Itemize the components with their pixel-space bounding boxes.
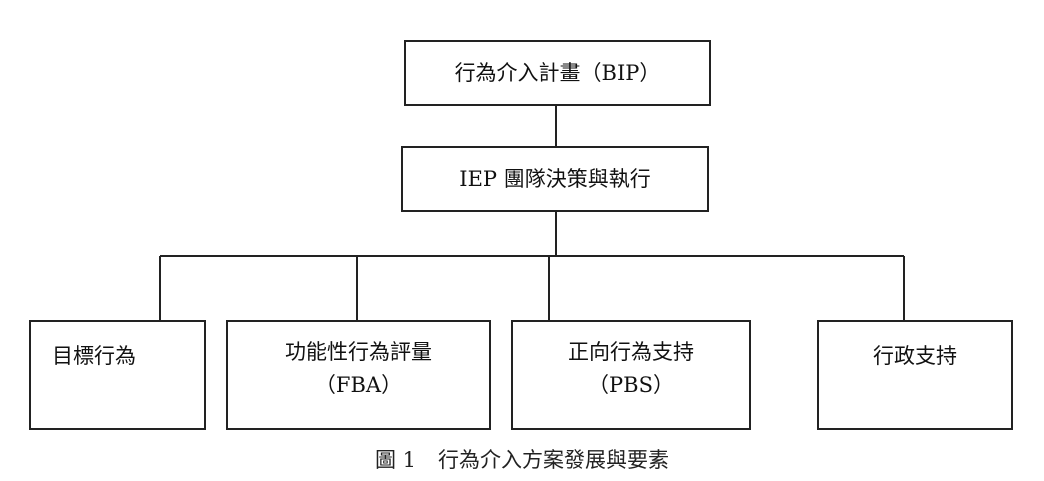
node-bip-label: 行為介入計畫（BIP） [454, 60, 661, 85]
node-pbs: 正向行為支持 （PBS） [511, 320, 751, 430]
figure-label: 圖 1 [374, 448, 417, 472]
node-pbs-abbrev: （PBS） [588, 372, 674, 397]
node-iep-decision: IEP 團隊決策與執行 [401, 146, 709, 212]
figure-title: 行為介入方案發展與要素 [438, 448, 670, 472]
node-iep-label: IEP 團隊決策與執行 [459, 166, 651, 191]
node-target-label: 目標行為 [52, 344, 136, 368]
figure-caption: 圖 1 行為介入方案發展與要素 [0, 444, 1044, 474]
node-bip: 行為介入計畫（BIP） [404, 40, 711, 106]
node-admin-label: 行政支持 [873, 344, 957, 368]
node-pbs-label: 正向行為支持 [568, 340, 694, 364]
node-fba-abbrev: （FBA） [314, 372, 403, 397]
node-target-behavior: 目標行為 [29, 320, 206, 430]
node-fba-label: 功能性行為評量 [285, 340, 432, 364]
node-fba: 功能性行為評量 （FBA） [226, 320, 491, 430]
node-admin-support: 行政支持 [817, 320, 1013, 430]
